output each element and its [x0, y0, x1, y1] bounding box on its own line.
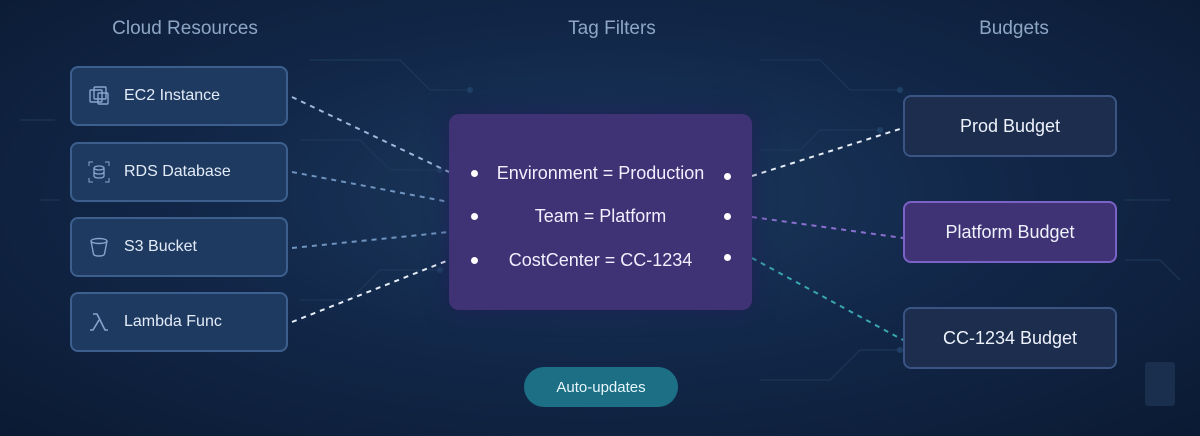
- bucket-icon: [88, 236, 110, 258]
- filter-output-dot: [724, 254, 731, 261]
- connector-filters-to-prod: [751, 127, 904, 177]
- budget-platform[interactable]: Platform Budget: [903, 201, 1117, 263]
- filter-output-dot: [724, 173, 731, 180]
- lambda-icon: [88, 311, 110, 333]
- decorative-block: [1145, 362, 1175, 406]
- connector-lambda-to-filters: [291, 259, 450, 323]
- resource-rds[interactable]: RDS Database: [70, 142, 288, 202]
- connector-filters-to-platform: [751, 216, 904, 239]
- budget-prod[interactable]: Prod Budget: [903, 95, 1117, 157]
- filter-input-dot: [471, 213, 478, 220]
- cloud-resources-title: Cloud Resources: [112, 18, 258, 39]
- filter-output-dot: [724, 213, 731, 220]
- resource-label: EC2 Instance: [124, 87, 221, 104]
- resource-label: RDS Database: [124, 163, 231, 180]
- filter-input-dot: [471, 170, 478, 177]
- filter-input-dot: [471, 257, 478, 264]
- budgets-title: Budgets: [979, 18, 1049, 39]
- tag-filters-box: Environment = Production Team = Platform…: [449, 114, 752, 310]
- connector-rds-to-filters: [291, 171, 450, 203]
- tag-filter-environment: Environment = Production: [496, 163, 705, 183]
- resource-ec2[interactable]: EC2 Instance: [70, 66, 288, 126]
- tag-filter-costcenter: CostCenter = CC-1234: [508, 250, 693, 270]
- connector-ec2-to-filters: [291, 96, 450, 173]
- tag-filter-team: Team = Platform: [534, 206, 667, 226]
- budget-cc-1234[interactable]: CC-1234 Budget: [903, 307, 1117, 369]
- ec2-chip-icon: [88, 85, 110, 107]
- tag-filters-title: Tag Filters: [568, 18, 656, 39]
- auto-updates-pill: Auto-updates: [524, 367, 678, 407]
- connector-filters-to-cc: [751, 257, 904, 341]
- resource-label: S3 Bucket: [124, 238, 197, 255]
- resource-s3[interactable]: S3 Bucket: [70, 217, 288, 277]
- resource-lambda[interactable]: Lambda Func: [70, 292, 288, 352]
- connector-s3-to-filters: [291, 231, 450, 249]
- database-icon: [88, 161, 110, 183]
- resource-label: Lambda Func: [124, 313, 222, 330]
